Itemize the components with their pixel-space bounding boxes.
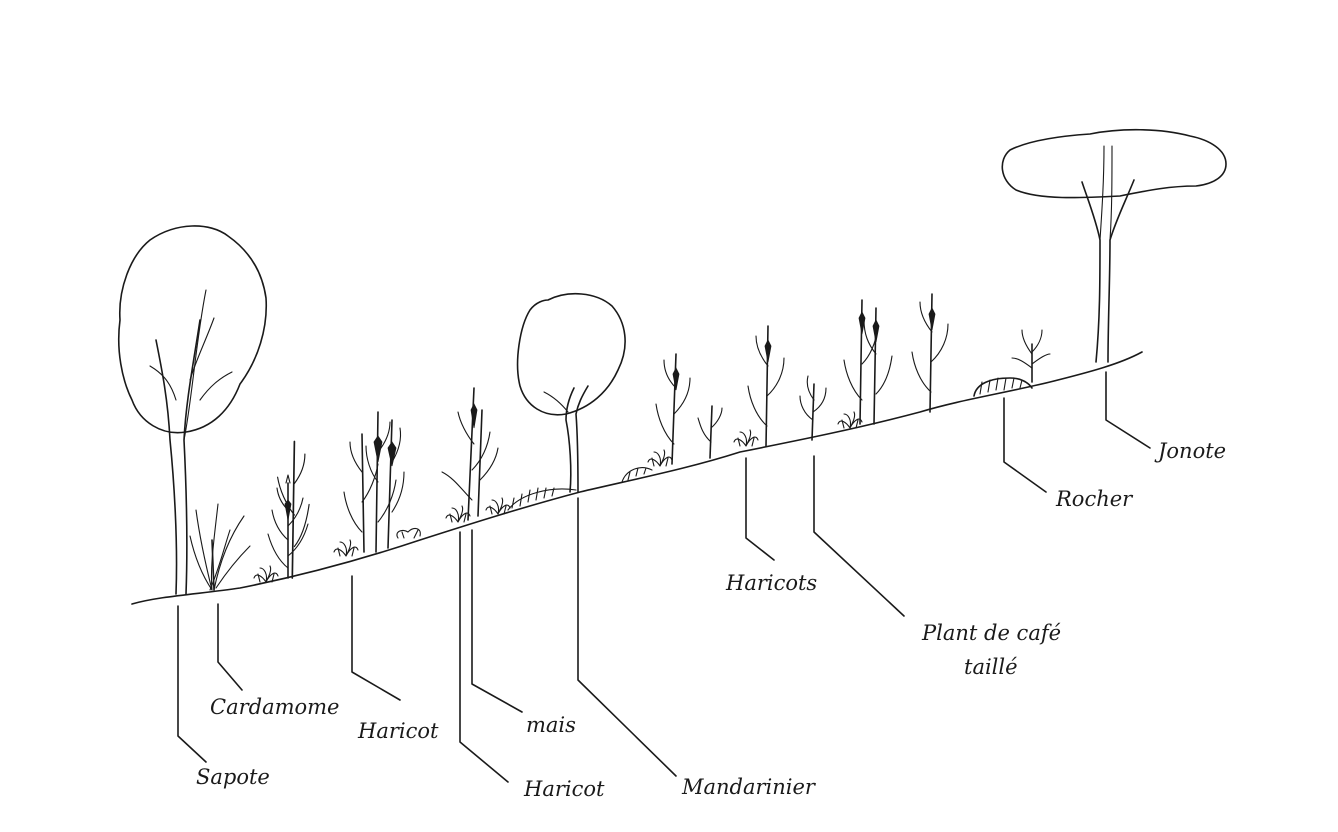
- leader-line-sapote: [177, 605, 207, 763]
- haricot-plant-icon: [733, 429, 759, 447]
- sapote-tree-icon: [117, 225, 268, 595]
- small-plant-icon: [1011, 329, 1051, 383]
- haricot-plant-icon: [396, 527, 421, 539]
- maize-plant-icon: [747, 325, 785, 447]
- label-sapote: Sapote: [196, 765, 270, 789]
- maize-plant-icon: [911, 293, 949, 413]
- mandarin-tree-icon: [516, 292, 626, 493]
- rock-icon: [621, 467, 653, 483]
- label-haricot-1: Haricot: [357, 719, 439, 743]
- label-cardamome: Cardamome: [210, 695, 340, 719]
- leader-line-rocher: [1003, 397, 1047, 493]
- label-mais: mais: [526, 713, 576, 737]
- maize-plant-icon: [441, 387, 499, 521]
- coffee-plant-icon: [799, 375, 827, 441]
- haricot-plant-icon: [647, 449, 673, 467]
- maize-plant-icon: [267, 474, 309, 579]
- haricot-plant-icon: [485, 497, 511, 515]
- maize-plant-icon: [277, 440, 310, 579]
- jonote-tree-icon: [1001, 128, 1227, 363]
- small-bush-icon: [253, 565, 279, 583]
- cardamome-plant-icon: [189, 503, 251, 591]
- leader-line-haricot-1: [351, 575, 401, 701]
- label-cafe-line1: Plant de café: [921, 621, 1061, 645]
- label-jonote: Jonote: [1154, 439, 1226, 463]
- leader-line-mais: [471, 529, 523, 713]
- maize-cluster-icon: [843, 299, 893, 425]
- haricot-plant-icon: [837, 411, 863, 429]
- label-haricots: Haricots: [725, 571, 817, 595]
- haricot-plant-icon: [333, 539, 359, 557]
- maize-cluster-icon: [343, 411, 405, 553]
- label-cafe-line2: taillé: [964, 655, 1018, 679]
- leader-line-haricots: [745, 457, 775, 561]
- leader-line-cafe: [813, 455, 905, 617]
- maize-plant-icon: [655, 353, 691, 465]
- rock-icon: [973, 377, 1033, 397]
- haricot-plant-icon: [445, 505, 471, 523]
- label-mandarinier: Mandarinier: [681, 775, 817, 799]
- leader-line-jonote: [1105, 371, 1151, 449]
- maize-plant-icon: [697, 405, 723, 459]
- leader-line-haricot-2: [459, 531, 509, 783]
- leader-line-mandarinier: [577, 497, 677, 777]
- label-rocher: Rocher: [1055, 487, 1134, 511]
- leader-line-cardamome: [217, 603, 243, 691]
- label-haricot-2: Haricot: [523, 777, 605, 801]
- rock-icon: [507, 487, 577, 511]
- ground-line: [131, 351, 1143, 605]
